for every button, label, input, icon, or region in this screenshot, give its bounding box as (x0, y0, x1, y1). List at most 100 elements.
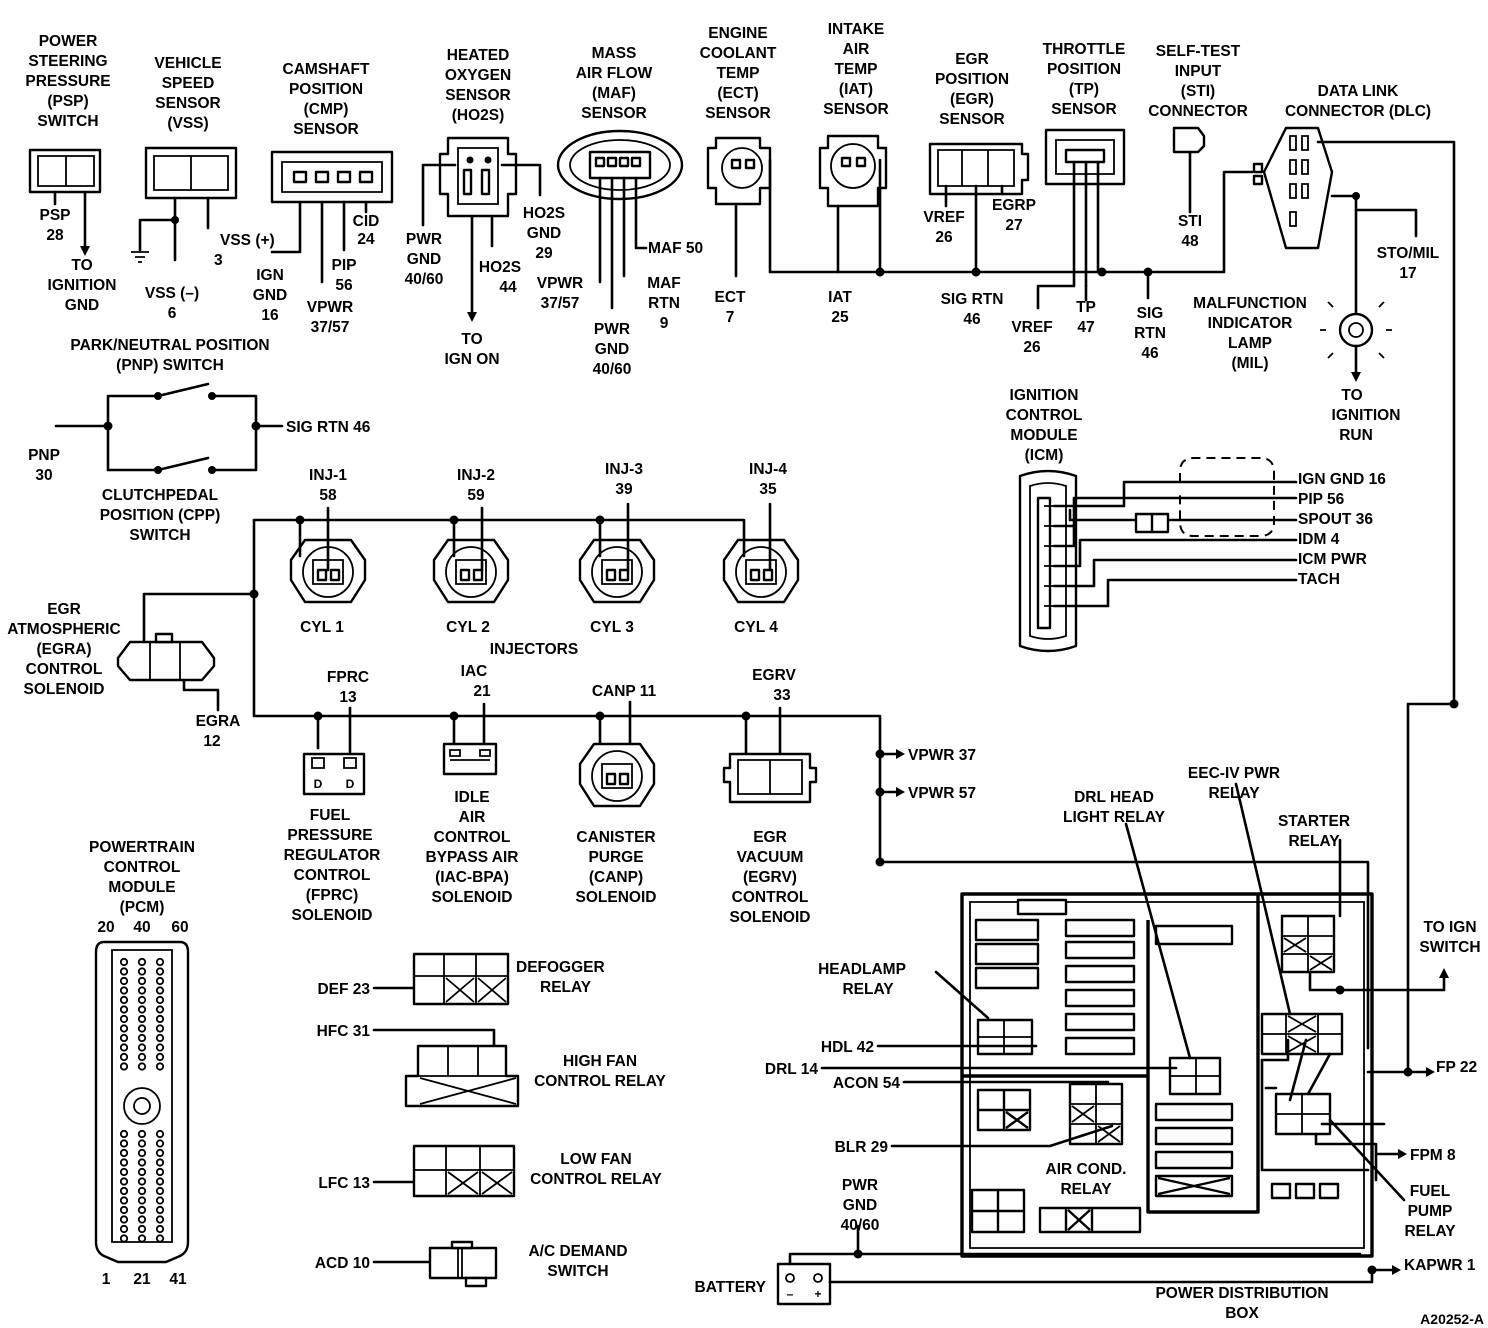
egra-title-3: (EGRA) (36, 641, 91, 658)
dlc-title-1: DATA LINK (1318, 83, 1399, 100)
cmp-igngnd-2: GND (253, 287, 287, 304)
pcm-top-20: 20 (97, 919, 114, 936)
inj3-pin: 39 (615, 481, 633, 498)
egra-solenoid-icon (116, 640, 216, 682)
pcm-pin-hole (155, 1177, 165, 1186)
pcm-pin-hole (119, 1234, 129, 1243)
acon-label: ACON 54 (833, 1075, 901, 1092)
vss-sensor: VEHICLE SPEED SENSOR (VSS) VSS (+) 3 VSS… (131, 55, 275, 322)
injector-cyl2: INJ-2 59 CYL 2 (432, 467, 510, 636)
maf-title-2: AIR FLOW (576, 65, 653, 82)
tp-vref-1: VREF (1011, 319, 1052, 336)
dlc-sto-2: 17 (1399, 265, 1416, 282)
iac-pin-1: IAC (461, 663, 488, 680)
iat-pin-1: IAT (828, 289, 852, 306)
mil-to-2: IGNITION (1332, 407, 1401, 424)
pcm-pin-hole (119, 1215, 129, 1224)
starter-label-2: RELAY (1288, 833, 1340, 850)
pcm-pin-hole (155, 1005, 165, 1014)
fprc-pin-1: FPRC (327, 669, 369, 686)
pcm-pin-hole (137, 1129, 147, 1139)
ho2s-connector-icon (438, 136, 518, 218)
iac-title-2: AIR (459, 809, 486, 826)
pcm-bot-1: 1 (102, 1271, 111, 1288)
ho2s-gnd-2: GND (527, 225, 561, 242)
injector-icon (432, 538, 510, 604)
iat-sensor: INTAKE AIR TEMP (IAT) SENSOR IAT 25 (818, 21, 889, 326)
ho2s-title-3: SENSOR (445, 87, 510, 104)
ect-connector-icon (706, 136, 772, 206)
pcm-title-2: CONTROL (104, 859, 181, 876)
icm-title-3: MODULE (1010, 427, 1077, 444)
pcm-pin-hole (119, 995, 129, 1005)
def-pin: DEF 23 (317, 981, 370, 998)
pcm-pin-hole (155, 1215, 165, 1224)
icm-title-2: CONTROL (1006, 407, 1083, 424)
sti-connector: SELF-TEST INPUT (STI) CONNECTOR STI 48 (1148, 43, 1248, 250)
mil-title-4: (MIL) (1231, 355, 1268, 372)
egra-pin-1: EGRA (196, 713, 241, 730)
aircond-label-2: RELAY (1060, 1181, 1112, 1198)
pcm-pin-hole (155, 967, 165, 976)
icm-pin-3: SPOUT 36 (1298, 511, 1373, 528)
pcm-pin-hole (137, 1014, 147, 1024)
pcm-pin-hole (119, 1148, 129, 1158)
injector-icon (722, 538, 800, 604)
cmp-pip-2: 56 (335, 277, 353, 294)
pcm-pin-hole (137, 1186, 147, 1196)
pcm-pin-hole (155, 1196, 165, 1205)
svg-text:+: + (814, 1287, 821, 1301)
egr-egrp-1: EGRP (992, 197, 1036, 214)
canp-title-4: SOLENOID (576, 889, 657, 906)
pcm-pin-hole (155, 1139, 165, 1148)
pcm-pin-hole (137, 1062, 147, 1071)
acd-pin: ACD 10 (315, 1255, 370, 1272)
vss-title-3: SENSOR (155, 95, 220, 112)
ho2s-to-2: IGN ON (444, 351, 499, 368)
pcm-pin-hole (137, 1033, 147, 1043)
pcm-pin-hole (155, 957, 165, 967)
psp-to-3: GND (65, 297, 99, 314)
pcm-pin-hole (137, 1024, 147, 1033)
pcm-pin-hole (119, 1005, 129, 1014)
maf-pwrgnd-2: GND (595, 341, 629, 358)
mil-to-1: TO (1341, 387, 1362, 404)
fprc-title-6: SOLENOID (292, 907, 373, 924)
fprc-pin-2: 13 (339, 689, 357, 706)
psp-title-1: POWER (39, 33, 98, 50)
pcm-pins (119, 957, 165, 1243)
pcm-pin-hole (119, 1062, 129, 1071)
egr-position-sensor: EGR POSITION (EGR) SENSOR VREF 26 EGRP 2… (923, 51, 1036, 328)
pcm-pin-hole (119, 1014, 129, 1024)
egr-title-3: (EGR) (950, 91, 994, 108)
cmp-title-4: SENSOR (293, 121, 358, 138)
sti-pin-1: STI (1178, 213, 1202, 230)
maf-title-4: SENSOR (581, 105, 646, 122)
pcm-pin-hole (155, 995, 165, 1005)
injector-cyl1: INJ-1 58 CYL 1 (289, 467, 367, 636)
mil-title-3: LAMP (1228, 335, 1272, 352)
pcm-pin-hole (137, 976, 147, 986)
pcm-connector-icon (94, 940, 190, 1264)
pdb-fuses (974, 918, 1340, 1200)
inj2-pin: 59 (467, 487, 485, 504)
starter-label-1: STARTER (1278, 813, 1350, 830)
ect-pin-1: ECT (715, 289, 747, 306)
pcm-title-3: MODULE (108, 879, 175, 896)
fprc-title-4: CONTROL (294, 867, 371, 884)
hfc-pin: HFC 31 (317, 1023, 371, 1040)
cmp-connector-icon (270, 150, 394, 204)
maf-sensor: MASS AIR FLOW (MAF) SENSOR MAF 50 VPWR 3… (537, 45, 703, 378)
pcm-pin-hole (155, 1158, 165, 1167)
pcm-pin-hole (155, 1205, 165, 1215)
cmp-igngnd-1: IGN (256, 267, 284, 284)
def-title-1: DEFOGGER (516, 959, 605, 976)
tp-sensor: THROTTLE POSITION (TP) SENSOR VREF 26 TP… (971, 41, 1166, 362)
maf-title-1: MASS (592, 45, 637, 62)
pcm-pin-hole (155, 1014, 165, 1024)
pcm-pin-hole (137, 1215, 147, 1224)
vss-neg-name: VSS (–) (145, 285, 199, 302)
icm-title-4: (ICM) (1025, 447, 1064, 464)
iac-title-5: (IAC-BPA) (435, 869, 509, 886)
dlc-connector: DATA LINK CONNECTOR (DLC) STO/MIL 17 (1252, 83, 1456, 706)
